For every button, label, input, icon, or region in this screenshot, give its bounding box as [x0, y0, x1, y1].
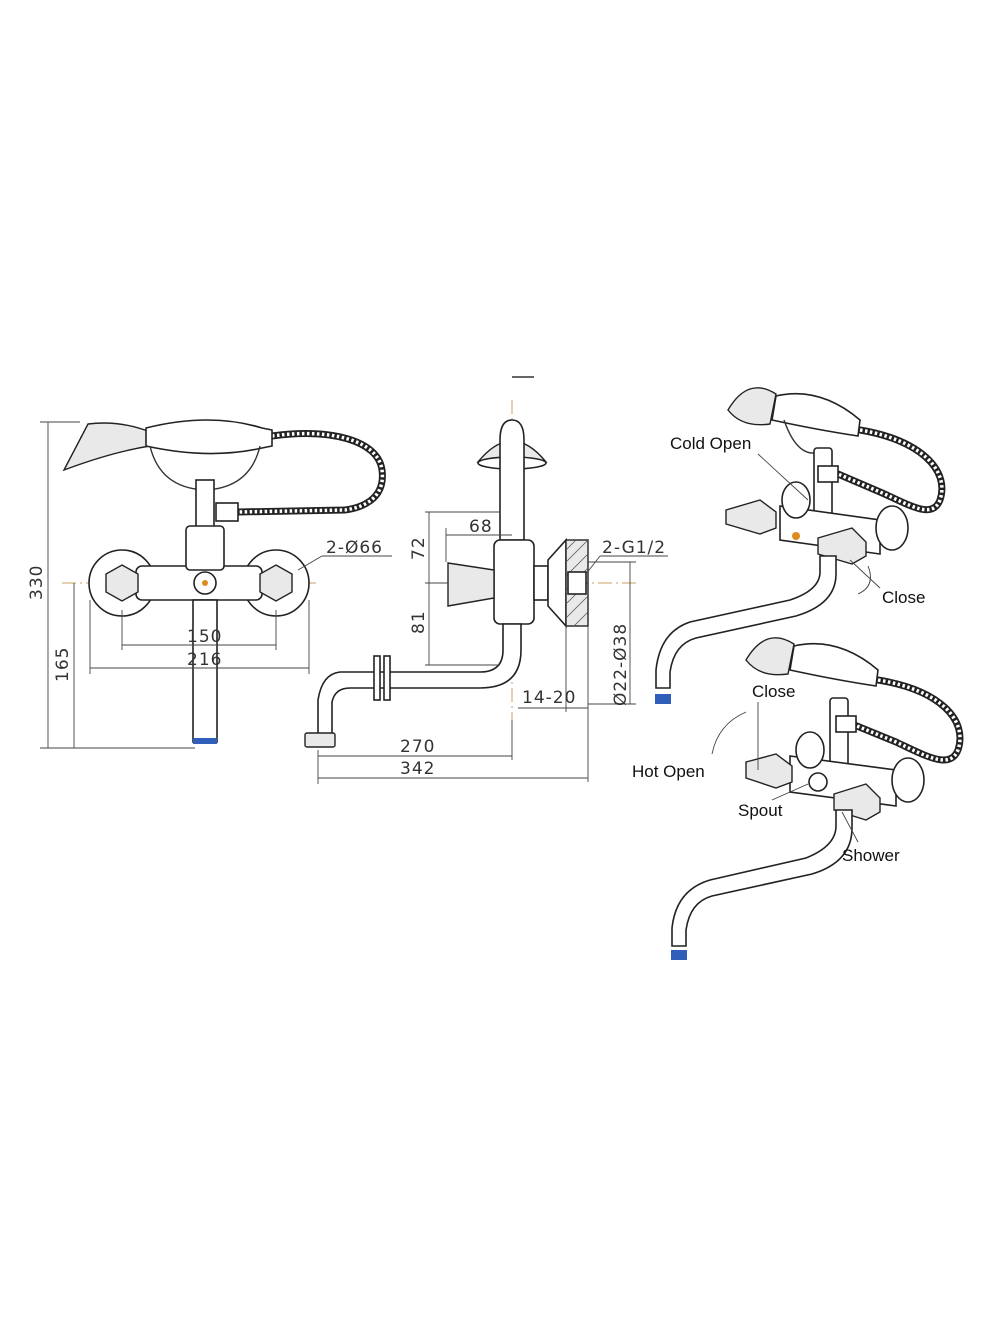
shower-head: [62, 422, 151, 472]
iso-top-aerator: [655, 694, 671, 704]
iso-bottom-connector: [835, 715, 857, 733]
side-view: 68 72 81 2-G1/2 Ø22-Ø38 14-20 270 342: [304, 400, 668, 784]
iso-bottom-flange-left: [795, 731, 825, 769]
leader-shower: [841, 811, 859, 843]
iso-bottom-spout: [671, 809, 853, 947]
iso-view-bottom: Close Hot Open Spout Shower: [632, 637, 964, 960]
label-hot-open: Hot Open: [632, 762, 705, 781]
dim-330: 330: [27, 565, 47, 600]
dim-270: 270: [400, 737, 435, 757]
side-body: [493, 539, 535, 625]
side-handle: [447, 562, 495, 607]
diverter-column: [185, 525, 225, 571]
iso-top-connector: [817, 465, 839, 483]
leader-66: [297, 555, 323, 571]
iso-top-riser: [813, 447, 833, 519]
left-handle: [105, 564, 139, 602]
side-spout: [317, 623, 522, 741]
iso-top-handle-hot: [817, 527, 867, 565]
shower-hose-pattern: [237, 431, 385, 514]
leader-spout: [771, 783, 809, 801]
dim-216: 216: [187, 650, 222, 670]
iso-bottom-hose: [848, 676, 964, 764]
iso-bottom-shower-head: [745, 637, 795, 676]
side-aerator: [304, 732, 336, 748]
dim-342: 342: [400, 759, 435, 779]
label-shower: Shower: [842, 846, 900, 865]
iso-bottom-aerator: [671, 950, 687, 960]
iso-top-shower-head: [727, 387, 777, 426]
label-close-top: Close: [882, 588, 925, 607]
dim-2-d66: 2-Ø66: [326, 538, 383, 558]
dim-d22-d38: Ø22-Ø38: [611, 623, 631, 706]
dim-2-g12: 2-G1/2: [602, 538, 666, 558]
dim-81: 81: [409, 610, 429, 634]
iso-view-top: Cold Open Close: [655, 387, 946, 704]
dim-165: 165: [53, 647, 73, 682]
iso-bottom-hose-pattern: [851, 678, 962, 762]
side-flange: [547, 537, 567, 629]
iso-top-spout: [655, 555, 837, 689]
iso-top-shower-handle: [771, 392, 861, 437]
front-view: 330 165 150 216 2-Ø66: [27, 419, 392, 749]
right-handle: [259, 564, 293, 602]
diverter-indicator: [202, 580, 208, 586]
dim-72: 72: [409, 536, 429, 560]
thread-fitting: [567, 571, 587, 595]
iso-top-diverter-dot: [792, 532, 800, 540]
iso-bottom-handle-hot: [745, 753, 793, 789]
label-close-bottom: Close: [752, 682, 795, 701]
side-nut: [533, 565, 549, 601]
dim-14-20: 14-20: [522, 688, 576, 708]
dim-68: 68: [469, 517, 493, 537]
label-spout: Spout: [738, 801, 783, 820]
iso-top-flange-left: [781, 481, 811, 519]
label-cold-open: Cold Open: [670, 434, 751, 453]
leader-close-top: [849, 559, 881, 589]
dim-150: 150: [187, 627, 222, 647]
spout-front: [192, 599, 218, 743]
hot-open-arc: [711, 711, 747, 755]
iso-bottom-riser: [829, 697, 849, 769]
spout-ring: [373, 655, 381, 701]
iso-bottom-diverter: [808, 772, 828, 792]
iso-top-hose: [834, 426, 946, 514]
hose-connector: [215, 502, 239, 522]
shower-handle: [145, 419, 273, 455]
cradle-post: [195, 479, 215, 529]
iso-bottom-shower-handle: [789, 642, 879, 687]
iso-top-flange-right: [875, 505, 909, 551]
spout-ring-2: [383, 655, 391, 701]
iso-top-hose-pattern: [837, 428, 944, 512]
leader-g12: [585, 555, 601, 575]
leader-cold-open: [757, 453, 809, 501]
close-arc-top: [857, 565, 871, 595]
side-riser: [499, 419, 525, 541]
iso-bottom-flange-right: [891, 757, 925, 803]
iso-top-handle-cold: [725, 499, 777, 535]
spout-aerator: [193, 738, 217, 744]
